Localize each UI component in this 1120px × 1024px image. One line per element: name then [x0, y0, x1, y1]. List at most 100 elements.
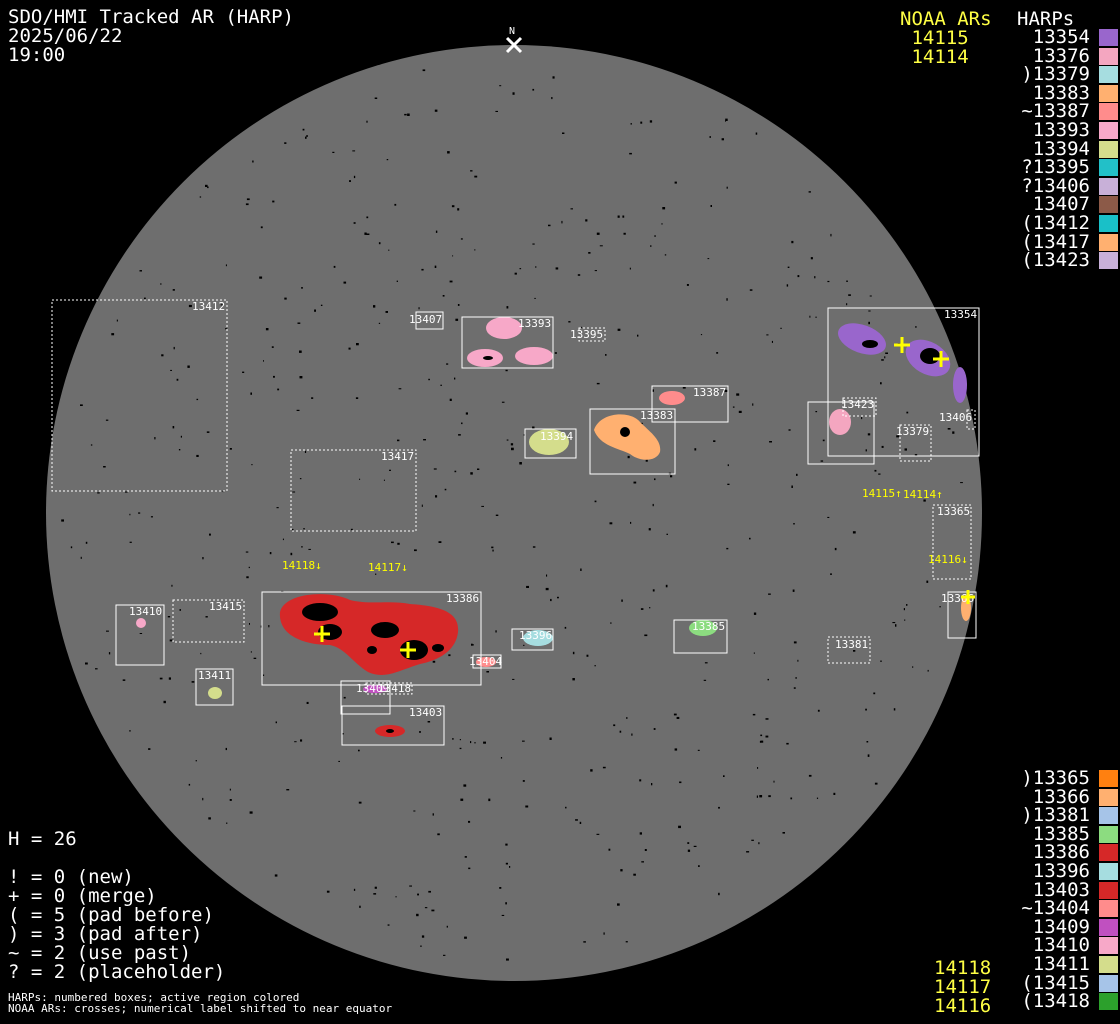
speckle [631, 733, 633, 736]
speckle [848, 294, 851, 296]
sunspot-umbrae [302, 340, 940, 733]
speckle [666, 533, 668, 535]
speckle [420, 945, 422, 947]
speckle [727, 464, 729, 467]
noaa-legend-item: 14116 [934, 995, 992, 1017]
region-13383 [594, 414, 661, 460]
speckle [619, 730, 622, 733]
speckle [682, 387, 686, 389]
speckle [202, 797, 204, 801]
speckle [594, 270, 597, 272]
speckle [383, 479, 385, 481]
speckle [664, 254, 667, 256]
speckle [499, 85, 502, 87]
harp-label-13385: 13385 [692, 620, 725, 633]
speckle [548, 319, 550, 321]
speckle [519, 462, 522, 465]
speckle [570, 208, 573, 210]
speckle [797, 659, 799, 662]
speckle [756, 795, 758, 798]
speckle [304, 450, 307, 453]
speckle [358, 801, 362, 804]
harp-box-13412 [51, 299, 228, 492]
speckle [718, 806, 720, 809]
harp-label-13396: 13396 [519, 629, 552, 642]
speckle [816, 797, 819, 799]
speckle [873, 692, 876, 695]
speckle [171, 584, 173, 587]
speckle [546, 574, 548, 577]
speckle [753, 652, 755, 654]
speckle [651, 389, 654, 392]
speckle [353, 222, 356, 224]
speckle [138, 512, 141, 514]
speckle [630, 123, 632, 125]
region-13393-a [486, 317, 522, 339]
speckle [470, 741, 472, 744]
speckle [788, 429, 791, 431]
speckle [506, 306, 509, 309]
speckle [474, 175, 478, 178]
harp-label-13366: 13366 [941, 592, 974, 605]
speckle [648, 528, 651, 531]
harps-legend-top: 13354 13376 )13379 13383 ~13387 13393 13… [990, 28, 1120, 270]
speckle [116, 319, 118, 322]
harp-box-13404 [472, 654, 502, 669]
speckle [85, 541, 88, 544]
speckle [880, 660, 882, 662]
speckle [768, 795, 771, 798]
speckle [168, 677, 171, 680]
speckle [627, 455, 630, 459]
speckle [421, 268, 424, 271]
speckle [564, 626, 567, 629]
noaa-cross-icon [314, 626, 330, 642]
speckle [352, 150, 356, 152]
harp-box-13381 [827, 636, 871, 664]
speckle [608, 848, 611, 851]
speckle [311, 397, 314, 399]
speckle [732, 406, 735, 408]
speckle [939, 606, 941, 608]
speckle [359, 478, 361, 480]
speckle [766, 334, 769, 336]
speckle [495, 630, 497, 633]
speckle [397, 542, 400, 545]
speckle [960, 482, 963, 484]
speckle [274, 874, 278, 877]
harp-color-swatch [1099, 233, 1118, 251]
harp-label-13387: 13387 [693, 386, 726, 399]
speckle [746, 851, 750, 853]
harp-color-swatch [1099, 103, 1118, 121]
speckle [178, 449, 181, 451]
speckle [549, 737, 552, 740]
speckle [555, 267, 559, 270]
speckle [160, 283, 162, 285]
speckle [191, 681, 195, 683]
speckle [366, 120, 368, 123]
speckle [465, 412, 468, 415]
speckle [481, 505, 484, 507]
stats-panel: H = 26 ! = 0 (new) + = 0 (merge) ( = 5 (… [8, 830, 225, 982]
speckle [609, 522, 613, 525]
speckle [759, 741, 762, 743]
speckle [650, 245, 652, 247]
speckle [874, 469, 877, 472]
speckle [594, 665, 596, 667]
harp-color-swatch [1099, 29, 1118, 46]
speckle [428, 378, 430, 381]
harp-color-swatch [1099, 974, 1118, 992]
speckle [687, 842, 690, 844]
speckle [250, 651, 252, 653]
speckle [791, 485, 793, 488]
speckle [640, 608, 644, 610]
observation-date: 2025/06/22 [8, 25, 123, 47]
speckle [97, 492, 100, 494]
speckle [674, 748, 678, 751]
harp-legend-item: (13412 [990, 213, 1120, 233]
speckle [522, 740, 525, 742]
speckle [394, 203, 397, 206]
speckle [641, 422, 643, 424]
speckle [454, 377, 456, 380]
harps-legend-title: HARPs [1017, 8, 1075, 30]
speckle [700, 334, 703, 336]
